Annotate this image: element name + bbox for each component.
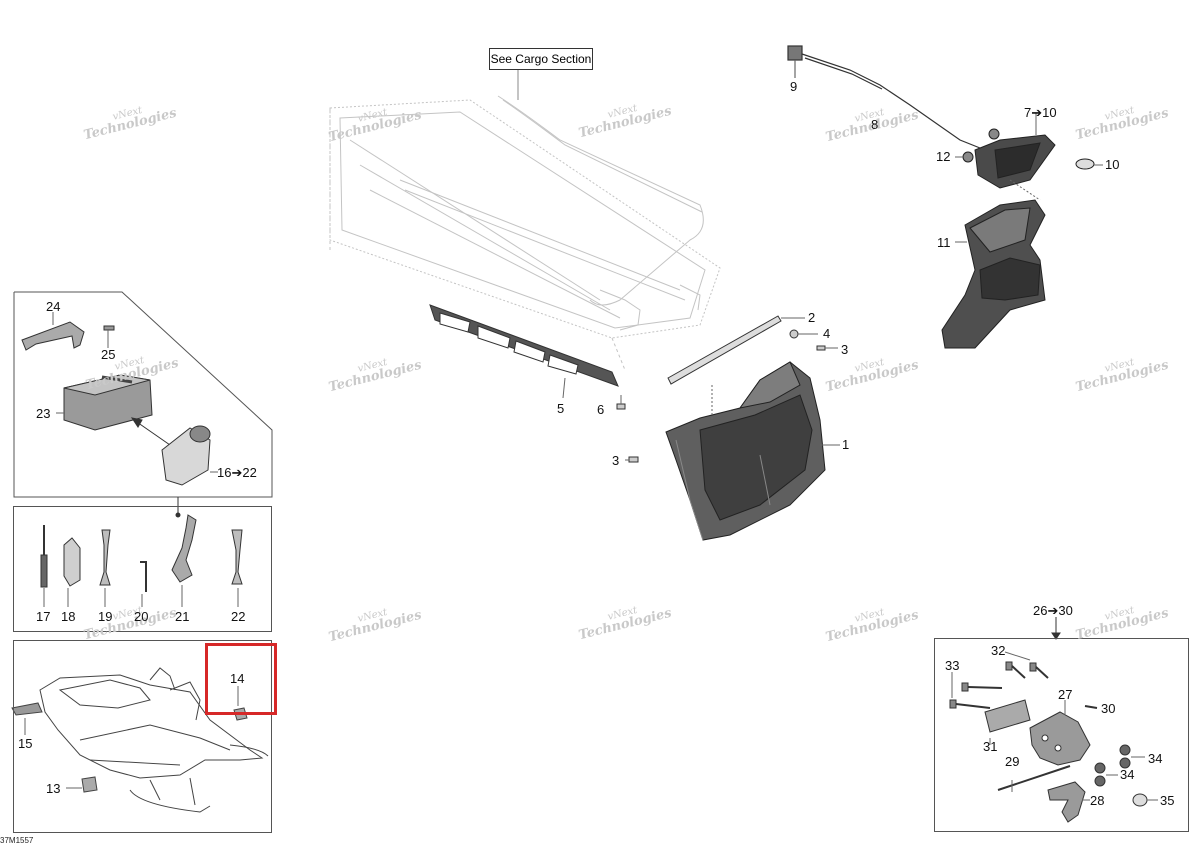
side-panel-part-5: [429, 304, 619, 399]
callout-3[interactable]: 3: [841, 342, 849, 357]
callout-6[interactable]: 6: [597, 402, 605, 417]
callout-5[interactable]: 5: [557, 401, 565, 416]
tail-light-assembly: [955, 113, 1103, 201]
callout-23[interactable]: 23: [36, 406, 51, 421]
callout-14[interactable]: 14: [230, 671, 245, 686]
callout-29[interactable]: 29: [1005, 754, 1020, 769]
callout-13[interactable]: 13: [46, 781, 61, 796]
callout-3[interactable]: 3: [612, 453, 620, 468]
callout-17[interactable]: 17: [36, 609, 51, 624]
callout-4[interactable]: 4: [823, 326, 831, 341]
callout-28[interactable]: 28: [1090, 793, 1105, 808]
light-housing-part-11: [941, 199, 1046, 349]
tool-bag-group: [13, 291, 273, 518]
callout-11[interactable]: 11: [937, 235, 951, 250]
callout-19[interactable]: 19: [98, 609, 113, 624]
callout-31[interactable]: 31: [983, 739, 998, 754]
callout-16to22[interactable]: 16➔22: [217, 465, 257, 480]
callout-34[interactable]: 34: [1148, 751, 1163, 766]
callout-1[interactable]: 1: [842, 437, 850, 452]
highlight-box-part-14: [205, 643, 277, 715]
decals-box: [13, 640, 272, 833]
snowmobile-decals-group: [11, 667, 269, 813]
hitch-assembly-group: [949, 617, 1158, 823]
callout-33[interactable]: 33: [945, 658, 960, 673]
strip-part-2: [616, 315, 838, 463]
callout-25[interactable]: 25: [101, 347, 116, 362]
callout-18[interactable]: 18: [61, 609, 76, 624]
callout-21[interactable]: 21: [175, 609, 190, 624]
callout-20[interactable]: 20: [134, 609, 149, 624]
tools-group: [40, 514, 243, 607]
callout-7to10[interactable]: 7➔10: [1024, 105, 1057, 120]
cargo-rack-ghost: [329, 68, 721, 371]
rear-flap-part-1: [665, 361, 840, 541]
callout-12[interactable]: 12: [936, 149, 951, 164]
tools-box: [13, 506, 272, 632]
callout-10[interactable]: 10: [1105, 157, 1120, 172]
see-cargo-section-note[interactable]: See Cargo Section: [489, 48, 593, 70]
callout-34[interactable]: 34: [1120, 767, 1135, 782]
callout-24[interactable]: 24: [46, 299, 61, 314]
callout-30[interactable]: 30: [1101, 701, 1116, 716]
callout-27[interactable]: 27: [1058, 687, 1073, 702]
callout-8[interactable]: 8: [871, 117, 879, 132]
hitch-box: [934, 638, 1189, 832]
callout-2[interactable]: 2: [808, 310, 816, 325]
callout-32[interactable]: 32: [991, 643, 1006, 658]
wiring-harness-part-8: [787, 45, 986, 151]
callout-26to30[interactable]: 26➔30: [1033, 603, 1073, 618]
callout-15[interactable]: 15: [18, 736, 33, 751]
callout-9[interactable]: 9: [790, 79, 798, 94]
callout-22[interactable]: 22: [231, 609, 246, 624]
diagram-reference-code: 37M1557: [0, 836, 34, 845]
callout-35[interactable]: 35: [1160, 793, 1175, 808]
